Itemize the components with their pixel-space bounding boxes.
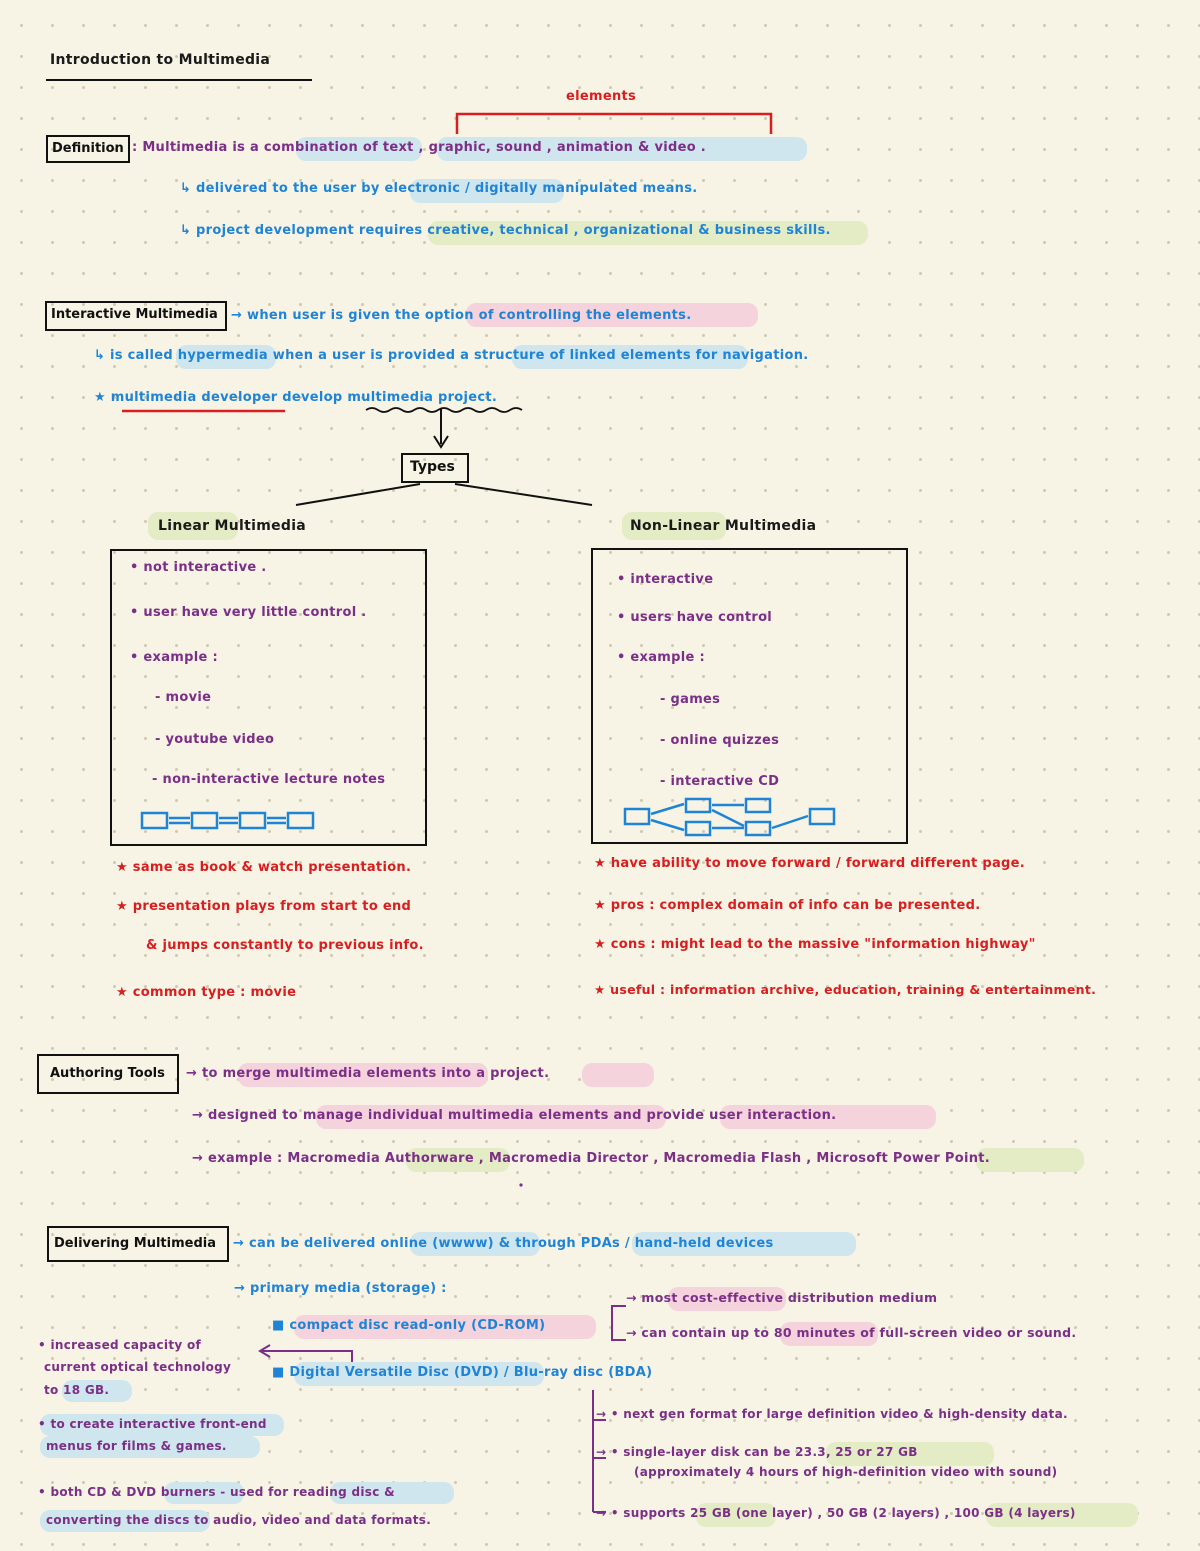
- types-label: Types: [410, 459, 455, 475]
- linear-item: • user have very little control .: [130, 605, 367, 620]
- definition-skills: ↳ project development requires creative,…: [180, 223, 831, 238]
- authoring-line: → example : Macromedia Authorware , Macr…: [192, 1151, 991, 1166]
- highlight: [512, 345, 748, 369]
- highlight: [410, 1232, 540, 1256]
- linear-box: [110, 549, 427, 846]
- linear-note: ★ presentation plays from start to end: [116, 899, 412, 914]
- linear-note: ★ common type : movie: [116, 985, 297, 1000]
- cd-note: → most cost-effective distribution mediu…: [626, 1290, 938, 1305]
- highlight: [176, 345, 276, 369]
- highlight: [696, 1503, 776, 1527]
- definition-text: : Multimedia is a combination of text , …: [132, 140, 707, 155]
- interactive-label: Interactive Multimedia: [51, 307, 218, 322]
- linear-item: • example :: [130, 650, 218, 665]
- delivering-main: → can be delivered online (wwww) & throu…: [233, 1236, 774, 1251]
- highlight: [780, 1322, 878, 1346]
- highlight: [406, 1148, 510, 1172]
- bd-note: → • single-layer disk can be 23.3, 25 or…: [596, 1445, 918, 1459]
- highlight: [40, 1436, 260, 1458]
- definition-box: [46, 135, 130, 163]
- highlight: [622, 512, 726, 540]
- nonlinear-example: - interactive CD: [660, 774, 780, 789]
- definition-delivered: ↳ delivered to the user by electronic / …: [180, 181, 698, 196]
- highlight: [238, 1063, 488, 1087]
- nonlinear-note: ★ pros : complex domain of info can be p…: [594, 898, 981, 913]
- authoring-line: → designed to manage individual multimed…: [192, 1108, 837, 1123]
- primary-media: → primary media (storage) :: [234, 1281, 447, 1296]
- highlight: [62, 1380, 132, 1402]
- nonlinear-note: ★ useful : information archive, educatio…: [594, 982, 1097, 997]
- cdrom-item: ■ compact disc read-only (CD-ROM): [272, 1318, 546, 1333]
- highlight: [668, 1287, 786, 1311]
- highlight: [330, 1482, 454, 1504]
- highlight: [437, 137, 807, 161]
- highlight: [428, 221, 868, 245]
- highlight: [316, 1105, 666, 1129]
- left-note: to 18 GB.: [44, 1383, 110, 1397]
- nonlinear-example: - games: [660, 692, 721, 707]
- nonlinear-item: • example :: [617, 650, 705, 665]
- interactive-box: [45, 301, 227, 331]
- bd-note: → • next gen format for large definition…: [596, 1407, 1068, 1421]
- nonlinear-heading: Non-Linear Multimedia: [630, 518, 817, 534]
- left-note: converting the discs to audio, video and…: [46, 1513, 432, 1527]
- linear-note: ★ same as book & watch presentation.: [116, 860, 412, 875]
- linear-example: - movie: [155, 690, 212, 705]
- linear-example: - non-interactive lecture notes: [152, 772, 386, 787]
- highlight: [632, 1232, 856, 1256]
- highlight: [986, 1503, 1138, 1527]
- nonlinear-example: - online quizzes: [660, 733, 780, 748]
- highlight: [164, 1482, 244, 1504]
- highlight: [40, 1414, 284, 1436]
- nonlinear-box: [591, 548, 908, 844]
- nonlinear-note: ★ have ability to move forward / forward…: [594, 856, 1026, 871]
- highlight: [296, 137, 422, 161]
- dvd-item: ■ Digital Versatile Disc (DVD) / Blu-ray…: [272, 1365, 653, 1380]
- highlight: [582, 1063, 654, 1087]
- elements-label: elements: [566, 89, 637, 104]
- definition-label: Definition: [52, 141, 124, 156]
- highlight: [826, 1442, 994, 1466]
- highlight: [410, 179, 564, 203]
- highlight: [720, 1105, 936, 1129]
- highlight: [976, 1148, 1084, 1172]
- cd-note: → can contain up to 80 minutes of full-s…: [626, 1325, 1077, 1340]
- developer-note: ★ multimedia developer develop multimedi…: [94, 390, 498, 405]
- authoring-label: Authoring Tools: [50, 1066, 165, 1081]
- left-note: current optical technology: [44, 1360, 232, 1374]
- highlight: [466, 303, 758, 327]
- hypermedia-note: ↳ is called hypermedia when a user is pr…: [94, 348, 809, 363]
- nonlinear-item: • interactive: [617, 572, 714, 587]
- linear-note: & jumps constantly to previous info.: [146, 938, 424, 953]
- linear-example: - youtube video: [155, 732, 275, 747]
- highlight: [40, 1510, 210, 1532]
- delivering-box: [47, 1226, 229, 1262]
- authoring-line: → to merge multimedia elements into a pr…: [186, 1066, 550, 1081]
- nonlinear-item: • users have control: [617, 610, 773, 625]
- delivering-label: Delivering Multimedia: [54, 1236, 216, 1251]
- linear-heading: Linear Multimedia: [158, 518, 307, 534]
- types-box: [401, 453, 469, 483]
- bd-note: (approximately 4 hours of high-definitio…: [634, 1465, 1058, 1479]
- linear-item: • not interactive .: [130, 560, 267, 575]
- highlight: [294, 1362, 544, 1386]
- left-note: • both CD & DVD burners - used for readi…: [38, 1485, 395, 1499]
- bd-note: → • supports 25 GB (one layer) , 50 GB (…: [596, 1506, 1076, 1520]
- left-note: menus for films & games.: [46, 1439, 227, 1453]
- page-title: Introduction to Multimedia: [50, 52, 271, 68]
- authoring-box: [37, 1054, 179, 1094]
- interactive-definition: → when user is given the option of contr…: [231, 308, 692, 323]
- nonlinear-note: ★ cons : might lead to the massive "info…: [594, 937, 1036, 952]
- left-note: • increased capacity of: [38, 1338, 202, 1352]
- highlight: [148, 512, 238, 540]
- highlight: [294, 1315, 596, 1339]
- left-note: • to create interactive front-end: [38, 1417, 267, 1431]
